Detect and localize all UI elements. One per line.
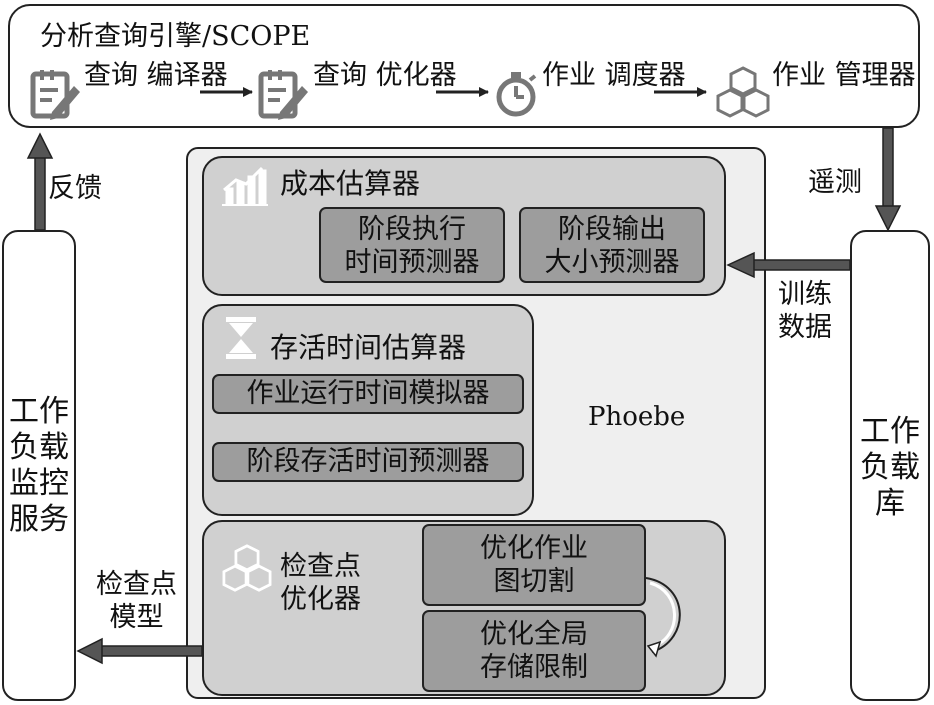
telemetry-label: 遥测 [808, 167, 862, 198]
cubes-icon [222, 544, 272, 592]
stage-output-size-predictor-box: 阶段输出 大小预测器 [519, 207, 705, 283]
stopwatch-icon [496, 72, 537, 117]
workload-monitor-service-box [2, 230, 76, 701]
optimize-job-graph-cut-box: 优化作业 图切割 [422, 524, 646, 606]
stage-label-job-manager: 作业 管理器 [772, 60, 916, 91]
hourglass-icon [226, 317, 256, 359]
checkpoint-model-label: 检查点 模型 [96, 569, 177, 633]
workload-repository-box [850, 230, 930, 701]
training-data-label: 训练 数据 [778, 279, 832, 343]
stage-ttl-predictor-box: 阶段存活时间预测器 [212, 442, 524, 482]
feedback-label: 反馈 [48, 173, 102, 204]
stage-label-query-compiler: 查询 编译器 [84, 60, 228, 91]
stage-label-job-scheduler: 作业 调度器 [542, 60, 686, 91]
training-data-arrow [726, 251, 851, 279]
telemetry-arrow [874, 127, 902, 232]
scope-engine-box [8, 4, 920, 128]
job-runtime-simulator-box: 作业运行时间模拟器 [212, 374, 524, 414]
notepad-pencil-icon [30, 70, 80, 120]
stage-label-query-optimizer: 查询 优化器 [313, 60, 457, 91]
checkpoint-model-arrow [76, 637, 203, 665]
cubes-icon [716, 66, 770, 118]
curved-arrow [645, 577, 681, 658]
checkpoint-optimizer-title: 检查点 优化器 [280, 551, 361, 615]
phoebe-label: Phoebe [588, 402, 686, 432]
cost-estimator-title: 成本估算器 [280, 167, 421, 200]
scope-title: 分析查询引擎/SCOPE [40, 21, 311, 52]
stage-exec-time-predictor-box: 阶段执行 时间预测器 [319, 207, 505, 283]
notepad-pencil-icon [258, 70, 308, 120]
workload-repository-label: 工作 负载 库 [860, 414, 920, 521]
chart-icon [222, 166, 268, 206]
workload-monitor-service-label: 工作 负载 监控 服务 [9, 394, 69, 537]
feedback-arrow [26, 132, 54, 231]
optimize-global-storage-limit-box: 优化全局 存储限制 [422, 610, 646, 692]
ttl-estimator-title: 存活时间估算器 [270, 331, 467, 364]
